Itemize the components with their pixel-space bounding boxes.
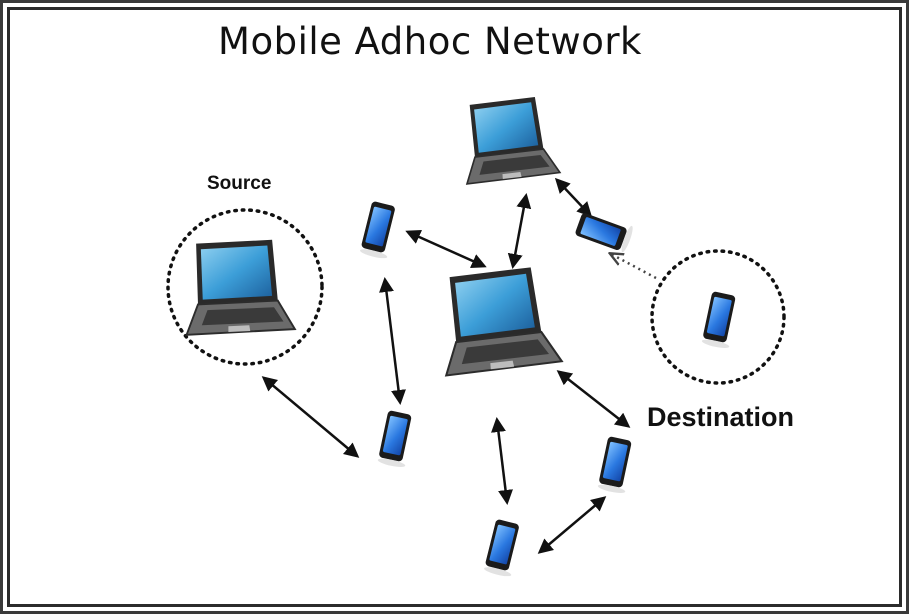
link-upper-left-to-center: [405, 230, 487, 268]
phone-icon: [701, 291, 740, 350]
link-top-to-center: [507, 193, 532, 269]
link-top-to-upper-right: [554, 177, 593, 218]
phone-icon: [574, 208, 635, 254]
link-center-to-bottom: [491, 417, 513, 505]
link-upper-left-to-lower-left: [379, 277, 406, 405]
link-center-to-lower-right: [556, 370, 631, 428]
phone-icon: [377, 410, 416, 469]
phone-icon: [359, 200, 400, 261]
laptop-icon: [438, 264, 564, 377]
destination-circle: [650, 249, 786, 385]
destination-label: Destination: [647, 402, 795, 432]
link-destination-to-upper-right: [611, 254, 657, 280]
phone-icon: [597, 436, 636, 495]
diagram-title: Mobile Adhoc Network: [218, 20, 642, 63]
inner-frame: [7, 7, 902, 607]
laptop-icon: [185, 238, 296, 336]
link-lower-right-to-bottom: [537, 496, 607, 554]
phone-icon: [483, 518, 524, 579]
source-label: Source: [207, 173, 272, 194]
link-source-to-lower-left: [261, 376, 360, 458]
laptop-icon: [460, 94, 562, 185]
source-circle: [166, 208, 324, 366]
